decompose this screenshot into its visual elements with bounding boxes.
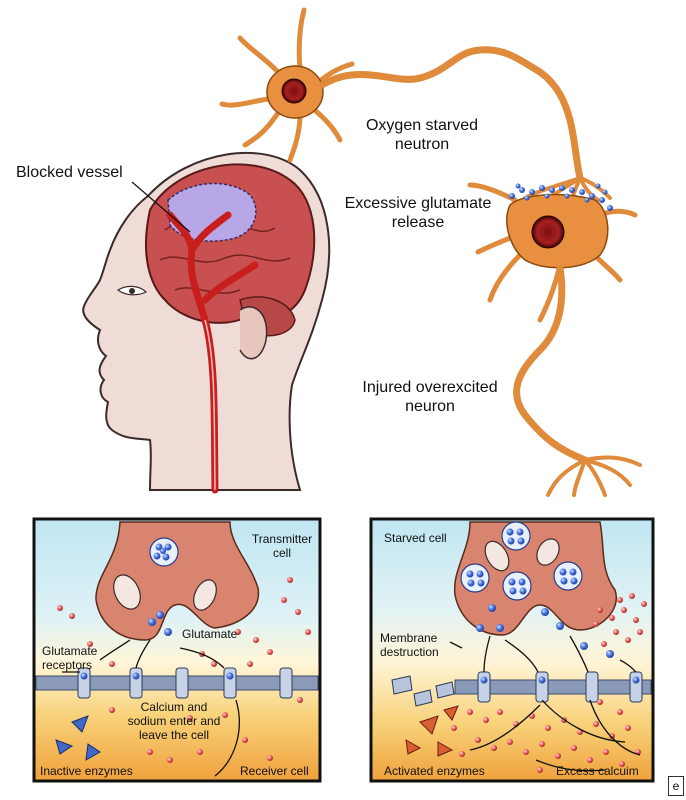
excessive-glutamate-label: Excessive glutamate release <box>344 195 492 231</box>
inactive-enzymes-label: Inactive enzymes <box>40 764 133 778</box>
oxygen-starved-label: Oxygen starved neutron <box>365 117 479 153</box>
transmitter-cell-label: Transmitter cell <box>251 532 313 560</box>
membrane-destruction-label: Membrane destruction <box>380 631 439 659</box>
glutamate-label: Glutamate <box>182 627 238 641</box>
head-profile <box>82 151 331 494</box>
activated-enzymes-label: Activated enzymes <box>384 764 485 778</box>
calcium-sodium-label: Calcium and sodium enter and leave the c… <box>127 700 221 742</box>
injured-neuron <box>467 182 642 497</box>
left-synapse-panel <box>32 517 322 783</box>
corner-logo: e <box>668 776 684 796</box>
excess-calcium-label: Excess calcuim <box>556 764 639 778</box>
receiver-cell-label: Receiver cell <box>240 764 309 778</box>
blocked-vessel-label: Blocked vessel <box>16 164 123 181</box>
right-synapse-panel <box>369 517 655 783</box>
starved-cell-label: Starved cell <box>384 531 447 545</box>
oxygen-starved-neuron <box>219 7 612 207</box>
glutamate-receptors-label: Glutamate receptors <box>42 644 98 672</box>
injured-neuron-label: Injured overexcited neuron <box>362 379 498 415</box>
